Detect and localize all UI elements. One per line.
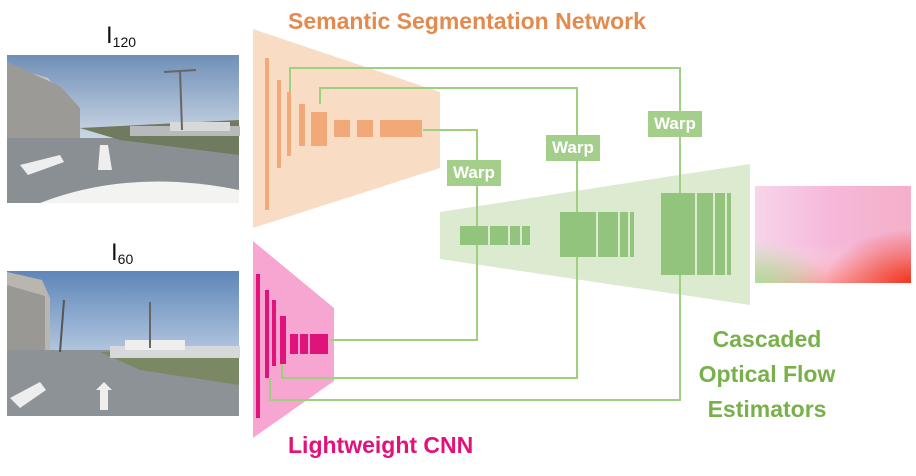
flow-title-line3: Estimators <box>707 396 827 422</box>
optical-flow-output <box>755 186 911 283</box>
warp-label-3: Warp <box>648 111 702 137</box>
segmentation-blocks <box>265 58 422 210</box>
image-bottom-label-sub: 60 <box>117 251 134 267</box>
warp-label-1: Warp <box>447 160 501 186</box>
lightweight-cnn-title: Lightweight CNN <box>288 432 474 458</box>
flow-title-line2: Optical Flow <box>698 361 836 387</box>
image-bottom <box>7 271 240 416</box>
flow-estimator-blocks <box>460 193 731 275</box>
lightweight-cnn-blocks <box>256 274 328 418</box>
image-bottom-label-main: I <box>111 239 118 266</box>
flow-estimators-title: Cascaded Optical Flow Estimators <box>672 322 862 427</box>
image-top-label-main: I <box>106 22 113 49</box>
flow-title-line1: Cascaded <box>712 326 822 352</box>
image-top-label-sub: 120 <box>112 34 137 50</box>
image-top-label: I120 <box>106 22 136 50</box>
image-top <box>7 55 240 203</box>
image-bottom-label: I60 <box>111 239 133 267</box>
segmentation-network-title: Semantic Segmentation Network <box>288 8 646 34</box>
warp-label-2: Warp <box>546 135 600 161</box>
